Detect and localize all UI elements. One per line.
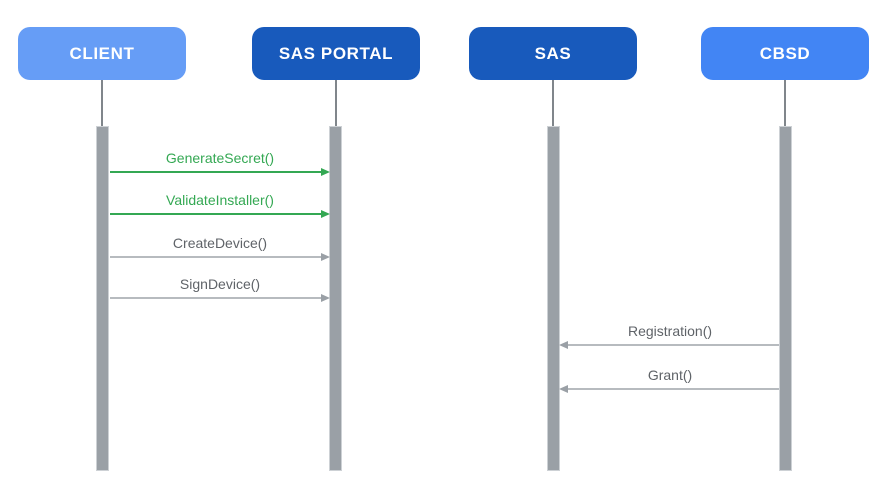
arrowhead-right-icon [321,253,330,261]
message-label-create-device: CreateDevice() [172,235,268,251]
message-arrow-create-device [110,256,321,258]
lifeline-client [101,80,103,126]
message-label-registration: Registration() [627,323,713,339]
message-arrow-registration [568,344,779,346]
actor-box-cbsd: CBSD [701,27,869,80]
message-arrow-sign-device [110,297,321,299]
lifeline-sas [552,80,554,126]
arrowhead-right-icon [321,210,330,218]
message-label-generate-secret: GenerateSecret() [165,150,275,166]
actor-box-sas-portal: SAS PORTAL [252,27,420,80]
message-arrow-grant [568,388,779,390]
activation-bar-client [96,126,109,471]
message-arrow-generate-secret [110,171,321,173]
actor-box-sas: SAS [469,27,637,80]
activation-bar-sas-portal [329,126,342,471]
message-label-validate-installer: ValidateInstaller() [166,192,274,208]
activation-bar-sas [547,126,560,471]
activation-bar-cbsd [779,126,792,471]
actor-box-client: CLIENT [18,27,186,80]
message-label-grant: Grant() [647,367,693,383]
lifeline-cbsd [784,80,786,126]
message-arrow-validate-installer [110,213,321,215]
arrowhead-right-icon [321,168,330,176]
arrowhead-right-icon [321,294,330,302]
arrowhead-left-icon [559,385,568,393]
message-label-sign-device: SignDevice() [179,276,261,292]
lifeline-sas-portal [335,80,337,126]
arrowhead-left-icon [559,341,568,349]
